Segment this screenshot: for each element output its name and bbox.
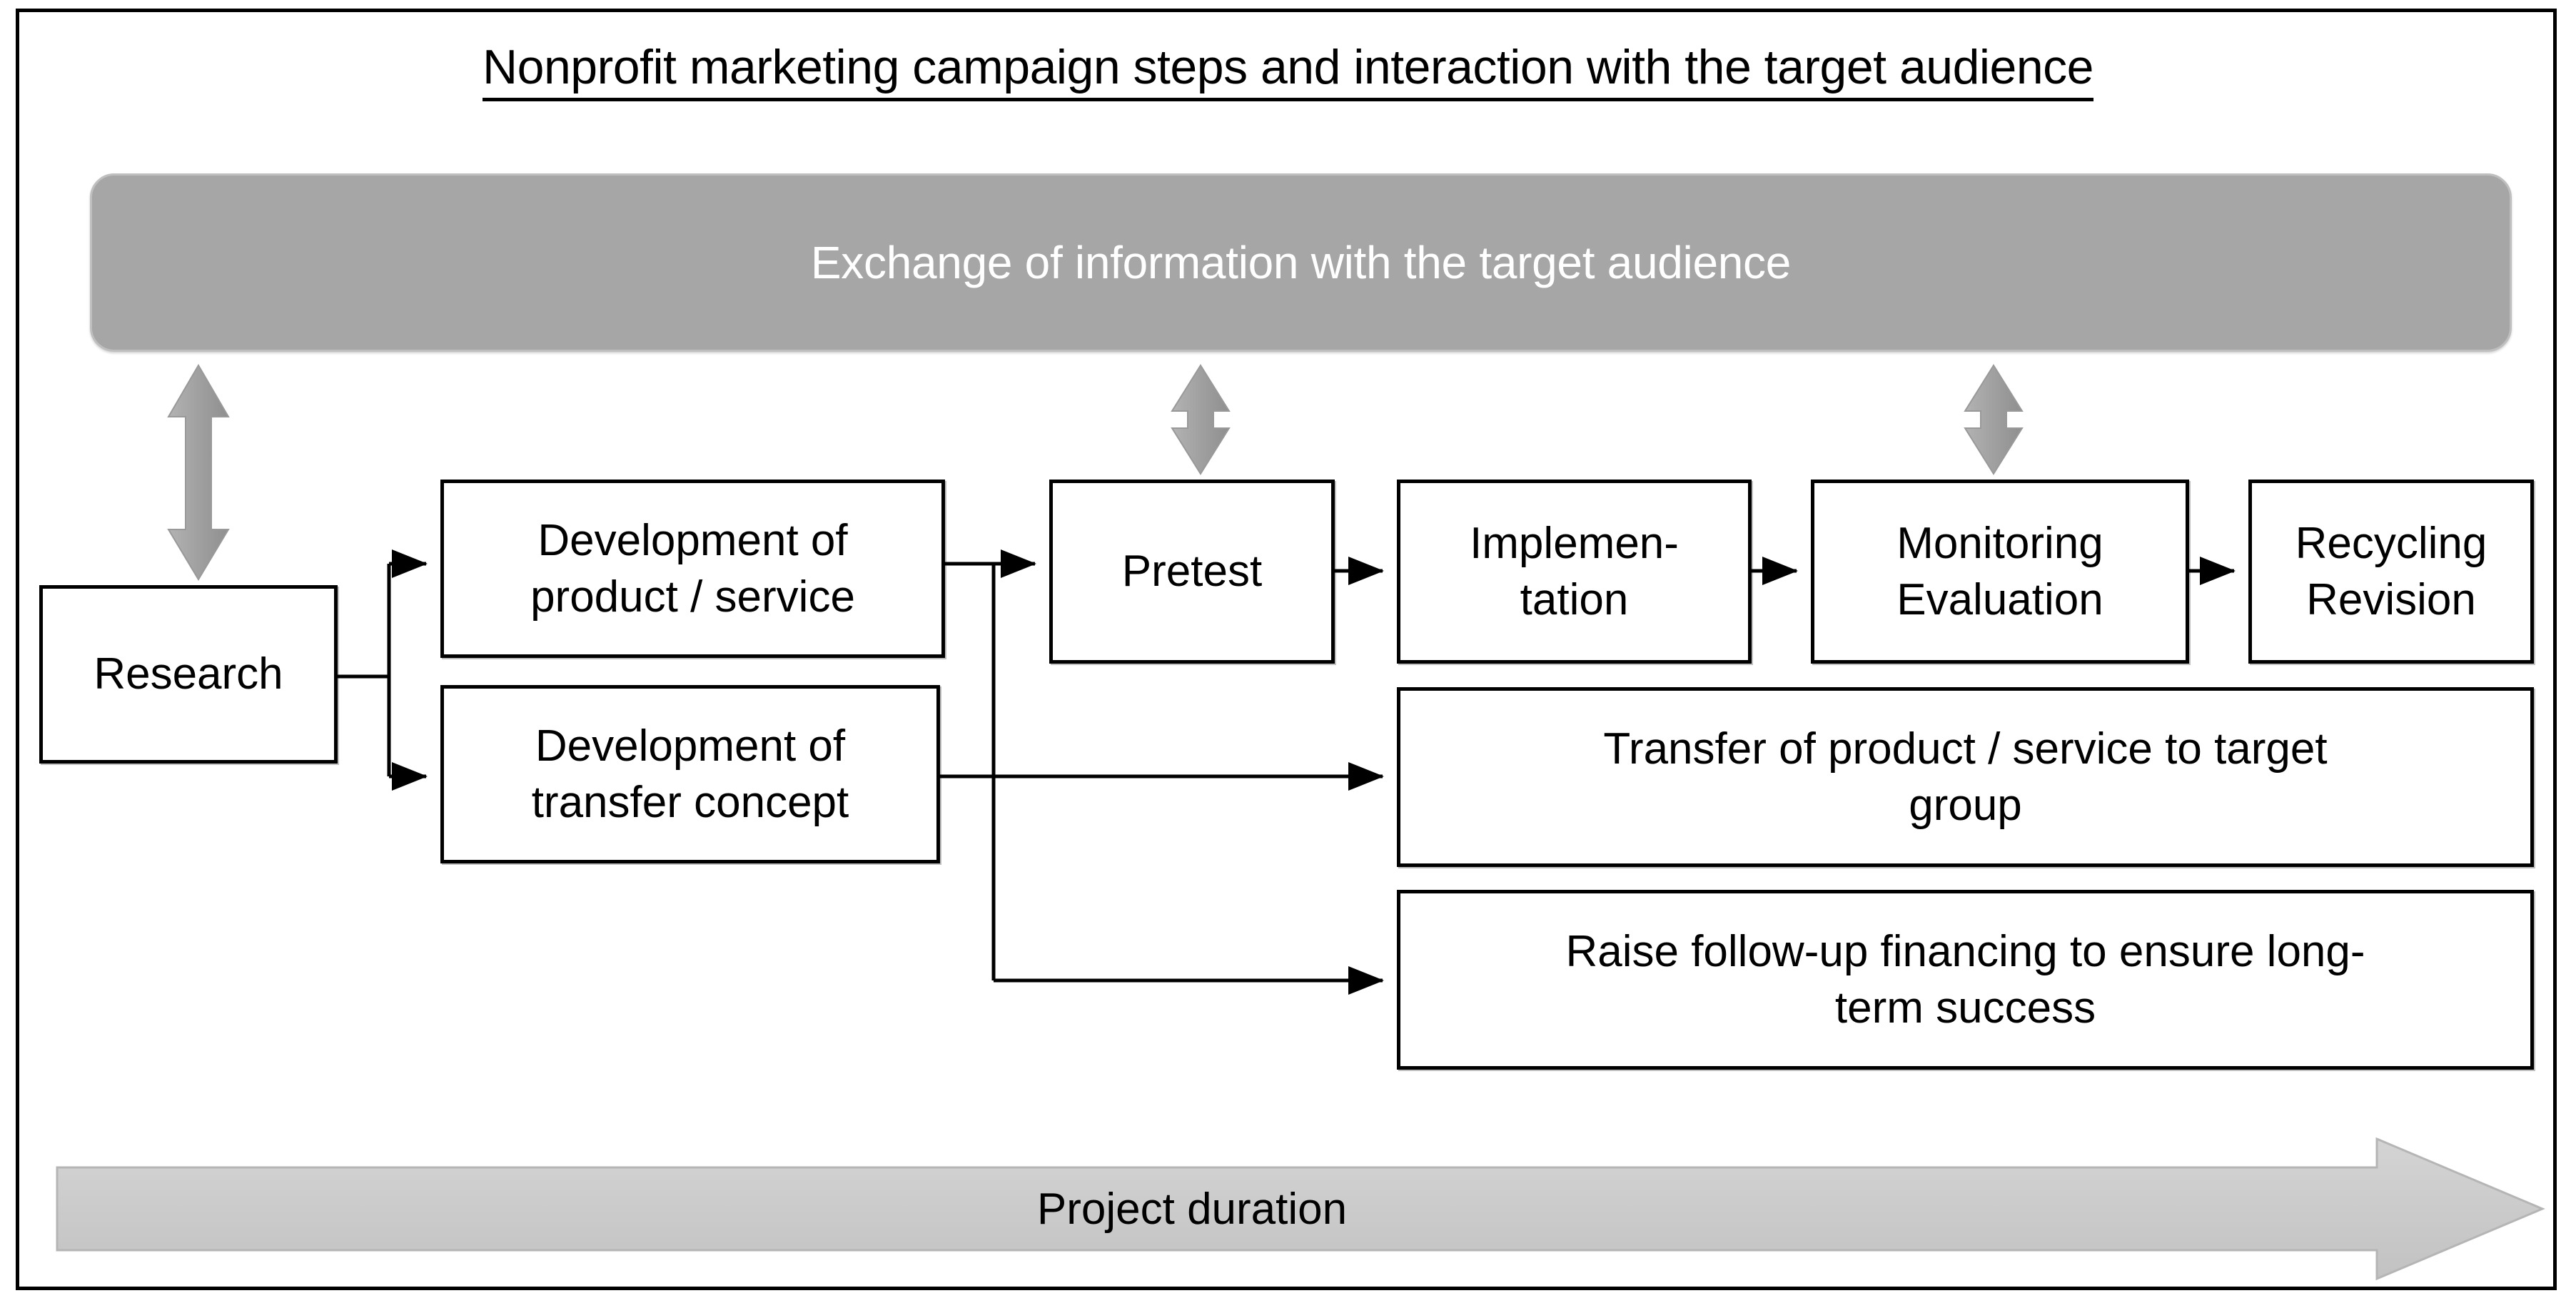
process-box-recycling-revision-label: Recycling Revision xyxy=(2288,515,2495,629)
process-box-monitoring-evaluation[interactable]: Monitoring Evaluation xyxy=(1811,480,2189,664)
process-box-pretest[interactable]: Pretest xyxy=(1049,480,1335,664)
line-2: group xyxy=(1909,781,2022,830)
process-box-monitoring-evaluation-label: Monitoring Evaluation xyxy=(1889,515,2111,629)
page-title-text: Nonprofit marketing campaign steps and i… xyxy=(483,39,2093,101)
line-1: Transfer of product / service to target xyxy=(1603,724,2328,774)
process-box-development-of-product-service[interactable]: Development of product / service xyxy=(440,480,945,658)
process-box-pretest-label: Pretest xyxy=(1121,547,1263,597)
process-box-raise-follow-up-financing-label: Raise follow-up financing to ensure long… xyxy=(1558,923,2372,1037)
line-1: Development of xyxy=(535,721,846,771)
line-2: Evaluation xyxy=(1896,575,2103,624)
exchange-banner-label: Exchange of information with the target … xyxy=(810,237,1792,288)
process-box-development-of-transfer-concept[interactable]: Development of transfer concept xyxy=(440,685,940,863)
process-box-transfer-to-target-group-label: Transfer of product / service to target … xyxy=(1596,721,2334,834)
process-box-transfer-to-target-group[interactable]: Transfer of product / service to target … xyxy=(1397,687,2534,867)
line-1: Raise follow-up financing to ensure long… xyxy=(1565,926,2365,976)
project-duration-label: Project duration xyxy=(1036,1184,1348,1234)
page-title: Nonprofit marketing campaign steps and i… xyxy=(0,39,2576,101)
exchange-of-information-banner: Exchange of information with the target … xyxy=(90,173,2512,352)
process-box-recycling-revision[interactable]: Recycling Revision xyxy=(2248,480,2534,664)
line-2: Revision xyxy=(2306,575,2476,624)
process-box-research[interactable]: Research xyxy=(39,585,338,764)
line-2: term success xyxy=(1834,983,2096,1033)
line-1: Development of xyxy=(537,515,848,565)
project-duration-timeline: Project duration xyxy=(57,1151,2541,1267)
line-2: transfer concept xyxy=(531,778,849,827)
process-box-development-of-product-service-label: Development of product / service xyxy=(523,512,862,626)
line-1: Recycling xyxy=(2295,518,2487,568)
process-box-implementation[interactable]: Implemen- tation xyxy=(1397,480,1752,664)
process-box-raise-follow-up-financing[interactable]: Raise follow-up financing to ensure long… xyxy=(1397,890,2534,1070)
line-2: tation xyxy=(1520,575,1629,624)
line-1: Implemen- xyxy=(1470,518,1679,568)
process-box-implementation-label: Implemen- tation xyxy=(1463,515,1686,629)
line-2: product / service xyxy=(530,572,855,622)
process-box-development-of-transfer-concept-label: Development of transfer concept xyxy=(525,718,857,831)
line-1: Monitoring xyxy=(1896,518,2103,568)
process-box-research-label: Research xyxy=(94,649,283,699)
